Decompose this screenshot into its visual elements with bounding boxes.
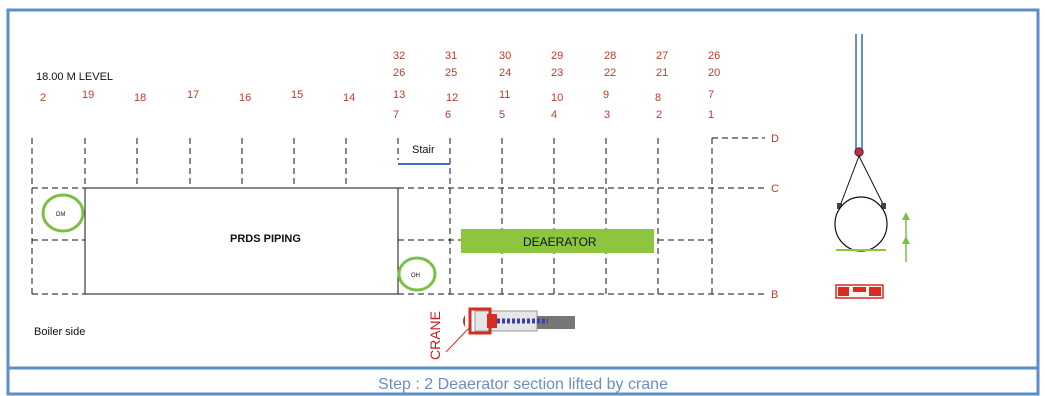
column-number-main: 2 [40,92,46,104]
column-number-main: 17 [187,89,199,101]
grid-lines [31,137,765,296]
column-number-main: 11 [499,89,510,101]
diagram-border [6,8,1040,396]
column-number-main: 10 [551,92,563,104]
deaerator-label: DEAERATOR [523,235,597,249]
column-number-bottom: 6 [445,109,451,121]
column-number-second: 21 [656,67,668,79]
crane-icon [445,307,575,353]
column-number-main: 16 [239,92,251,104]
column-number-main: 19 [82,89,94,101]
column-number-bottom: 7 [393,109,399,121]
column-number-second: 23 [551,67,563,79]
column-number-main: 8 [655,92,661,104]
prds-piping-label: PRDS PIPING [230,233,301,245]
dm-label: DM [56,212,65,218]
axis-label-b: B [771,289,778,301]
column-number-main: 12 [446,92,458,104]
column-number-bottom: 2 [656,109,662,121]
column-number-bottom: 1 [708,109,714,121]
crane-base-icon [835,284,884,299]
axis-label-c: C [771,183,779,195]
column-number-main: 18 [134,92,146,104]
boiler-side-label: Boiler side [34,326,85,338]
lifting-rig [837,34,886,209]
column-number-top: 31 [445,50,457,62]
column-number-top: 26 [708,50,720,62]
column-number-top: 28 [604,50,616,62]
column-number-second: 25 [445,67,457,79]
column-number-second: 24 [499,67,511,79]
column-number-bottom: 5 [499,109,505,121]
stair-label: Stair [412,144,435,156]
oh-circle [397,256,437,292]
column-number-bottom: 3 [604,109,610,121]
column-number-bottom: 4 [551,109,557,121]
axis-label-d: D [771,133,779,145]
column-number-main: 7 [708,89,714,101]
column-number-main: 14 [343,92,355,104]
crane-label: CRANE [427,311,443,360]
oh-label: OH [411,273,420,279]
column-number-second: 26 [393,67,405,79]
dm-circle [41,193,85,233]
column-number-second: 22 [604,67,616,79]
column-number-main: 15 [291,89,303,101]
deaerator-block [461,229,654,253]
column-number-top: 29 [551,50,563,62]
column-number-second: 20 [708,67,720,79]
column-number-main: 13 [393,89,405,101]
prds-piping-block [84,187,399,295]
column-number-top: 32 [393,50,405,62]
lift-direction-arrow [902,212,910,262]
column-number-main: 9 [603,89,609,101]
level-label: 18.00 M LEVEL [36,71,113,83]
deaerator-vessel-section [834,196,888,252]
step-caption: Step : 2 Deaerator section lifted by cra… [378,376,668,393]
column-number-top: 30 [499,50,511,62]
column-number-top: 27 [656,50,668,62]
